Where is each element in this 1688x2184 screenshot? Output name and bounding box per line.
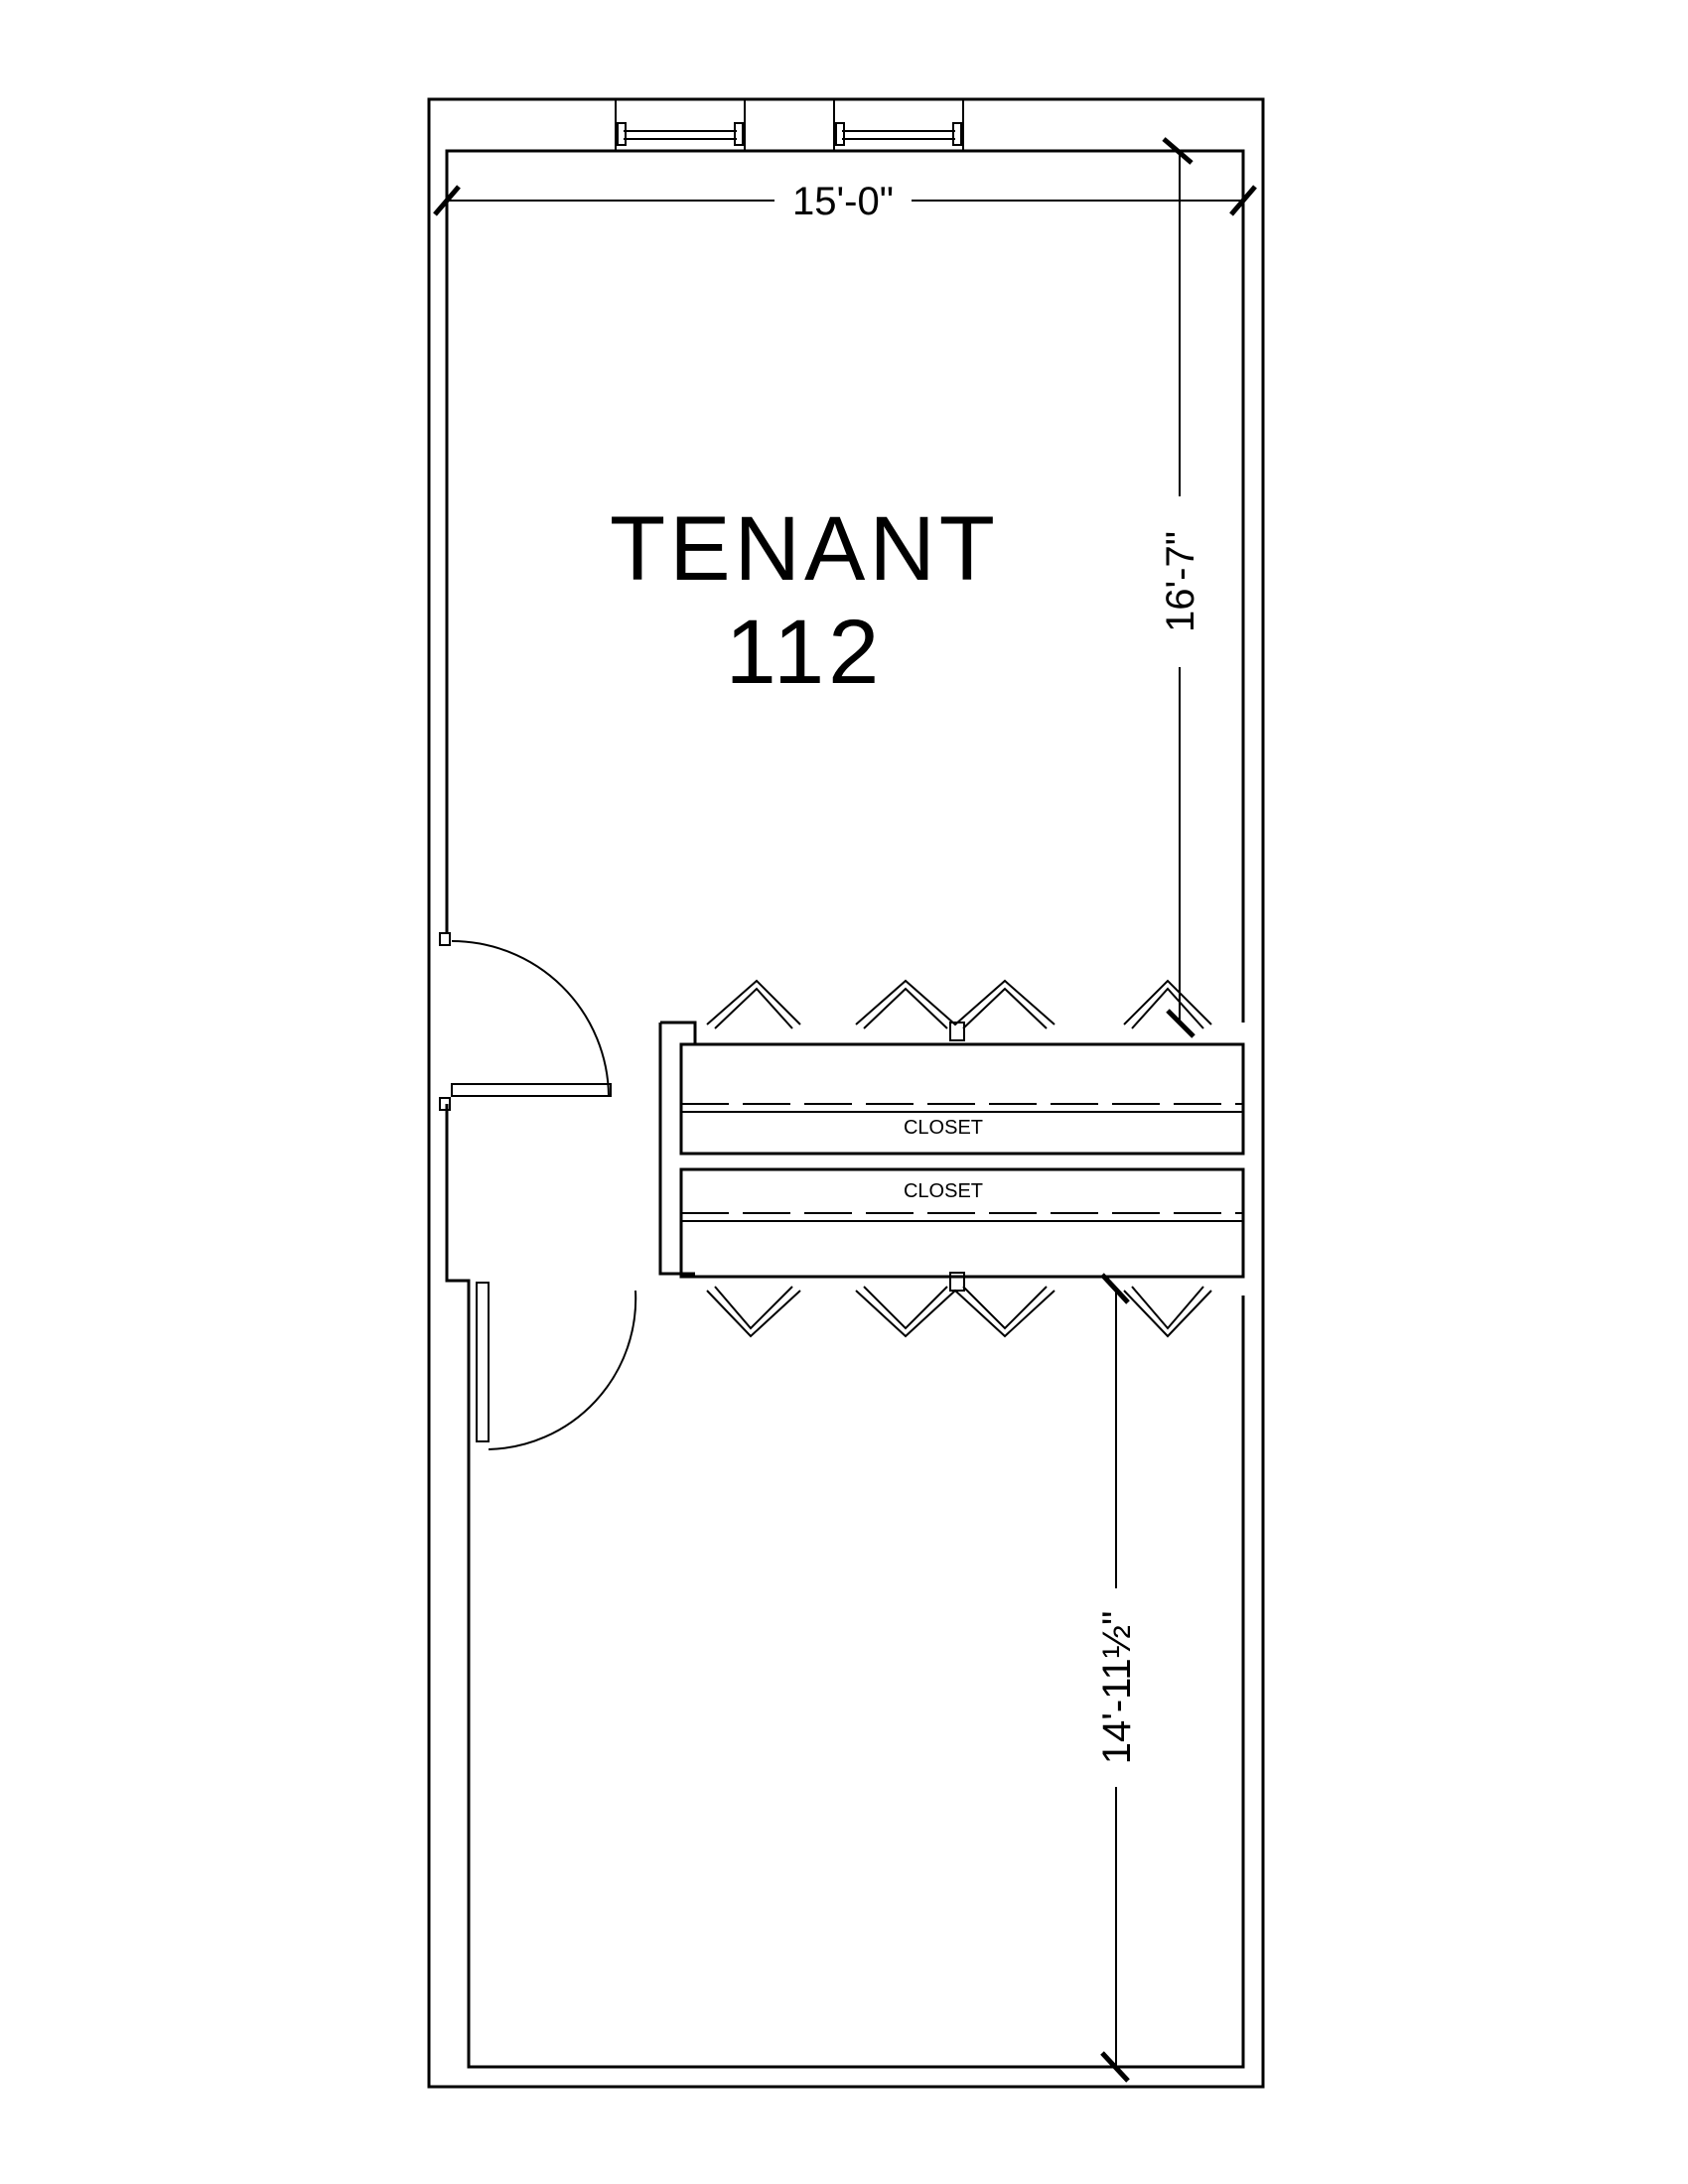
door-jamb-lower <box>439 1097 451 1111</box>
interior-wall-lower <box>445 1104 1245 2069</box>
dimension-width-label: 15'-0" <box>792 180 894 223</box>
closet-label-top: CLOSET <box>904 1117 983 1139</box>
dimension-upper-depth-label: 16'-7" <box>1159 531 1202 632</box>
closet-label-bottom: CLOSET <box>904 1180 983 1202</box>
bifold-doors-upper <box>706 979 1212 1041</box>
closet-block <box>658 1021 1245 1279</box>
room-number: 112 <box>726 602 884 703</box>
window-right <box>833 98 964 152</box>
entry-door-lower <box>476 1282 637 1450</box>
dimension-lower-depth-label: 14'-11½" <box>1095 1611 1139 1765</box>
width-dimension <box>433 185 1257 216</box>
lower-depth-dimension <box>1100 1273 1130 2083</box>
room-name: TENANT <box>610 498 999 600</box>
window-left <box>615 98 746 152</box>
door-jamb-upper <box>439 932 451 946</box>
exterior-wall-outer <box>427 97 1265 2089</box>
entry-door-upper <box>451 940 612 1097</box>
upper-depth-dimension <box>1162 137 1196 1038</box>
bifold-doors-lower <box>706 1272 1212 1338</box>
